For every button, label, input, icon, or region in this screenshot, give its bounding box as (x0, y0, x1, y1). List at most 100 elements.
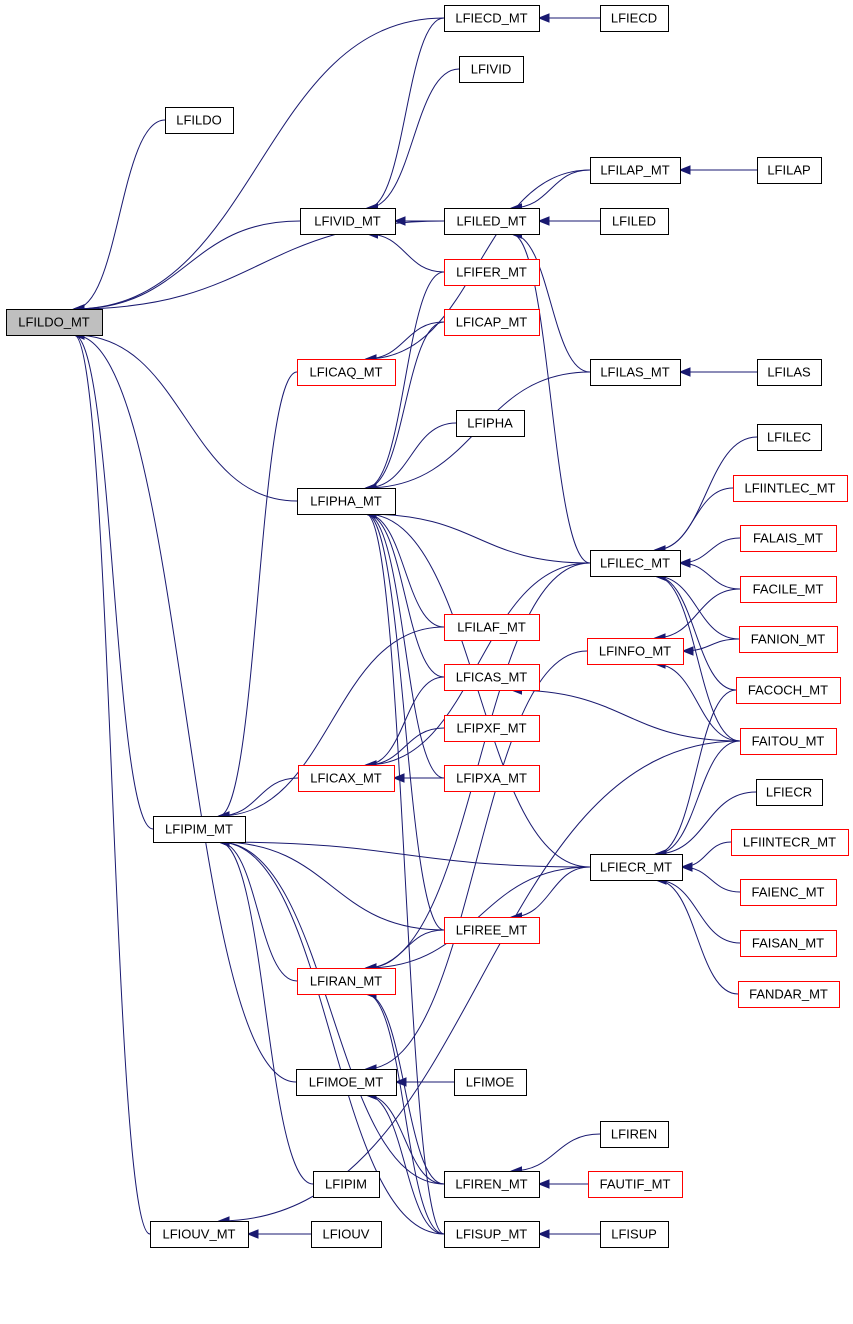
node-box-lficaq-mt[interactable] (297, 359, 396, 386)
node-box-lfiree-mt[interactable] (444, 917, 540, 944)
node-box-lfinfo-mt[interactable] (587, 638, 684, 665)
node-box-lfiecr-mt[interactable] (590, 854, 683, 881)
node-box-lfiintecr-mt[interactable] (731, 829, 849, 856)
node-box-faitou-mt[interactable] (740, 728, 837, 755)
node-box-lfiecd[interactable] (600, 5, 669, 32)
node-lfipim[interactable]: LFIPIM (313, 1171, 380, 1198)
node-lfiecd[interactable]: LFIECD (600, 5, 669, 32)
node-box-lfipxf-mt[interactable] (444, 715, 540, 742)
node-box-faisan-mt[interactable] (740, 930, 837, 957)
node-faisan-mt[interactable]: FAISAN_MT (740, 930, 837, 957)
node-box-lfiren[interactable] (600, 1121, 669, 1148)
node-lfiecr[interactable]: LFIECR (756, 779, 823, 806)
node-box-lfipim-mt[interactable] (153, 816, 246, 843)
node-fandar-mt[interactable]: FANDAR_MT (738, 981, 840, 1008)
node-box-lfipha[interactable] (456, 410, 525, 437)
node-lfipxf-mt[interactable]: LFIPXF_MT (444, 715, 540, 742)
node-box-lfisup-mt[interactable] (444, 1221, 540, 1248)
node-lfilap-mt[interactable]: LFILAP_MT (590, 157, 681, 184)
node-box-lfildo[interactable] (165, 107, 234, 134)
node-faitou-mt[interactable]: FAITOU_MT (740, 728, 837, 755)
node-box-lfiran-mt[interactable] (297, 968, 396, 995)
node-lfilaf-mt[interactable]: LFILAF_MT (444, 614, 540, 641)
node-box-lfipxa-mt[interactable] (444, 765, 540, 792)
node-lfiran-mt[interactable]: LFIRAN_MT (297, 968, 396, 995)
node-fautif-mt[interactable]: FAUTIF_MT (588, 1171, 683, 1198)
node-box-lfilaf-mt[interactable] (444, 614, 540, 641)
node-lfiintecr-mt[interactable]: LFIINTECR_MT (731, 829, 849, 856)
node-lfilec[interactable]: LFILEC (757, 424, 822, 451)
node-lfiouv-mt[interactable]: LFIOUV_MT (150, 1221, 249, 1248)
node-box-lfiecd-mt[interactable] (444, 5, 540, 32)
node-lfipxa-mt[interactable]: LFIPXA_MT (444, 765, 540, 792)
node-lfivid[interactable]: LFIVID (459, 56, 524, 83)
node-lfilec-mt[interactable]: LFILEC_MT (590, 550, 681, 577)
node-lfisup[interactable]: LFISUP (600, 1221, 669, 1248)
node-box-lfiled-mt[interactable] (444, 208, 540, 235)
node-lfildo[interactable]: LFILDO (165, 107, 234, 134)
node-lfiled[interactable]: LFILED (600, 208, 669, 235)
node-lfiecd-mt[interactable]: LFIECD_MT (444, 5, 540, 32)
node-fanion-mt[interactable]: FANION_MT (739, 626, 838, 653)
node-box-lfifer-mt[interactable] (444, 259, 540, 286)
node-box-lfiintlec-mt[interactable] (733, 475, 848, 502)
node-faienc-mt[interactable]: FAIENC_MT (740, 879, 837, 906)
node-box-lfiecr[interactable] (756, 779, 823, 806)
node-box-lfimoe[interactable] (454, 1069, 527, 1096)
node-box-lficap-mt[interactable] (444, 309, 540, 336)
node-lfilap[interactable]: LFILAP (757, 157, 822, 184)
node-lfivid-mt[interactable]: LFIVID_MT (300, 208, 396, 235)
node-lfipha[interactable]: LFIPHA (456, 410, 525, 437)
node-box-lfilap-mt[interactable] (590, 157, 681, 184)
node-box-lfilec-mt[interactable] (590, 550, 681, 577)
node-lfifer-mt[interactable]: LFIFER_MT (444, 259, 540, 286)
node-box-lfimoe-mt[interactable] (296, 1069, 397, 1096)
node-falais-mt[interactable]: FALAIS_MT (740, 525, 837, 552)
node-box-lfildo-mt[interactable] (6, 309, 103, 336)
node-lfiled-mt[interactable]: LFILED_MT (444, 208, 540, 235)
node-lfipim-mt[interactable]: LFIPIM_MT (153, 816, 246, 843)
node-box-lfilas[interactable] (757, 359, 822, 386)
node-facile-mt[interactable]: FACILE_MT (740, 576, 837, 603)
node-lfiecr-mt[interactable]: LFIECR_MT (590, 854, 683, 881)
node-lfimoe[interactable]: LFIMOE (454, 1069, 527, 1096)
node-box-lfiouv-mt[interactable] (150, 1221, 249, 1248)
node-box-lfilap[interactable] (757, 157, 822, 184)
node-lfiren[interactable]: LFIREN (600, 1121, 669, 1148)
node-box-lfivid-mt[interactable] (300, 208, 396, 235)
node-box-fautif-mt[interactable] (588, 1171, 683, 1198)
node-box-lfiled[interactable] (600, 208, 669, 235)
node-lfilas-mt[interactable]: LFILAS_MT (590, 359, 681, 386)
node-lfiren-mt[interactable]: LFIREN_MT (444, 1171, 540, 1198)
node-box-lficas-mt[interactable] (444, 664, 540, 691)
node-lfiouv[interactable]: LFIOUV (311, 1221, 382, 1248)
node-lfipha-mt[interactable]: LFIPHA_MT (297, 488, 396, 515)
node-box-lfiren-mt[interactable] (444, 1171, 540, 1198)
node-lfiree-mt[interactable]: LFIREE_MT (444, 917, 540, 944)
node-box-facile-mt[interactable] (740, 576, 837, 603)
node-lfildo-mt[interactable]: LFILDO_MT (6, 309, 103, 336)
node-box-lfisup[interactable] (600, 1221, 669, 1248)
node-box-lfivid[interactable] (459, 56, 524, 83)
node-lficas-mt[interactable]: LFICAS_MT (444, 664, 540, 691)
node-box-falais-mt[interactable] (740, 525, 837, 552)
node-box-faienc-mt[interactable] (740, 879, 837, 906)
node-lfinfo-mt[interactable]: LFINFO_MT (587, 638, 684, 665)
node-box-lfilec[interactable] (757, 424, 822, 451)
node-lfilas[interactable]: LFILAS (757, 359, 822, 386)
node-box-lfilas-mt[interactable] (590, 359, 681, 386)
node-box-lfipim[interactable] (313, 1171, 380, 1198)
node-box-facoch-mt[interactable] (736, 677, 841, 704)
node-box-lficax-mt[interactable] (298, 765, 395, 792)
node-box-lfiouv[interactable] (311, 1221, 382, 1248)
node-box-fanion-mt[interactable] (739, 626, 838, 653)
node-lfisup-mt[interactable]: LFISUP_MT (444, 1221, 540, 1248)
node-lficap-mt[interactable]: LFICAP_MT (444, 309, 540, 336)
node-box-fandar-mt[interactable] (738, 981, 840, 1008)
node-facoch-mt[interactable]: FACOCH_MT (736, 677, 841, 704)
node-lfiintlec-mt[interactable]: LFIINTLEC_MT (733, 475, 848, 502)
node-lficaq-mt[interactable]: LFICAQ_MT (297, 359, 396, 386)
node-lficax-mt[interactable]: LFICAX_MT (298, 765, 395, 792)
node-box-lfipha-mt[interactable] (297, 488, 396, 515)
node-lfimoe-mt[interactable]: LFIMOE_MT (296, 1069, 397, 1096)
